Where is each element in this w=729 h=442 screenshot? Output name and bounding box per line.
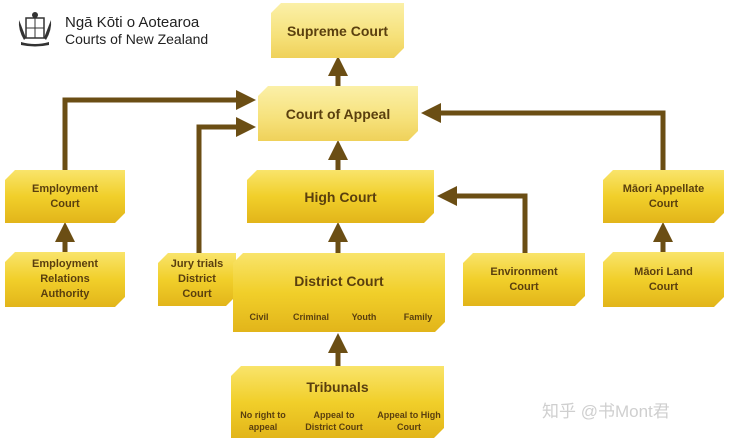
employment-relations-authority-box: Employment Relations Authority [5,252,125,307]
environment-court-box: Environment Court [463,253,585,306]
high-court-box: High Court [247,170,434,223]
employment-court-box: Employment Court [5,170,125,223]
division-criminal: Criminal [292,312,329,322]
arrow-environment-to-high [437,186,528,253]
tribunal-no-appeal: No right to appeal [240,410,286,432]
brand-english-name: Courts of New Zealand [65,31,209,47]
brand-maori-name: Ngā Kōti o Aotearoa [65,14,200,31]
arrow-maori-appellate-to-appeal [421,103,666,170]
supreme-court-box: Supreme Court [271,3,404,58]
arrow-employment-to-appeal [62,90,256,170]
arrow-jury-to-appeal [196,117,256,253]
court-of-appeal-box: Court of Appeal [258,86,418,141]
watermark: 知乎 @书Mont君 [542,402,670,421]
district-court-box: District Court [233,253,445,332]
division-youth: Youth [351,312,377,322]
tribunals-box: Tribunals [231,366,444,438]
jury-trials-district-court-box: Jury trials District Court [158,253,236,306]
tribunal-appeal-high: Appeal to High Court [377,410,441,432]
maori-appellate-court-box: Māori Appellate Court [603,170,724,223]
district-court-label: District Court [294,273,384,289]
tribunals-label: Tribunals [306,379,369,395]
tribunal-appeal-district: Appeal to District Court [305,410,363,432]
division-family: Family [403,312,433,322]
maori-land-court-box: Māori Land Court [603,252,724,307]
division-civil: Civil [249,312,269,322]
nz-coat-of-arms-logo [18,12,52,47]
